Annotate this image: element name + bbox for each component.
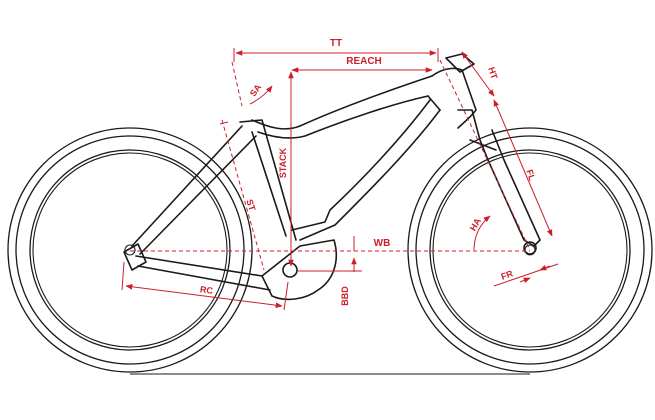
ht-dimension: HT	[461, 51, 500, 97]
st-label: ST	[244, 198, 257, 213]
wb-dimension: WB	[130, 238, 530, 252]
fr-dimension: FR	[493, 263, 559, 287]
sa-label: SA	[248, 82, 264, 98]
rear-wheel	[7, 127, 253, 373]
fl-label: FL	[524, 168, 537, 182]
stack-label: STACK	[278, 147, 288, 178]
tt-dimension: TT	[233, 38, 439, 62]
reach-label: REACH	[346, 56, 382, 67]
sa-dimension: SA	[231, 61, 273, 107]
wb-label: WB	[374, 238, 391, 249]
reach-dimension: REACH	[291, 56, 433, 73]
fl-dimension: FL	[493, 99, 553, 237]
ha-dimension: HA	[468, 215, 491, 251]
st-dimension: ST	[219, 119, 265, 271]
bbd-dimension: BBD	[298, 236, 362, 306]
rc-label: RC	[199, 284, 214, 296]
rc-dimension: RC	[121, 261, 289, 311]
stack-dimension: STACK	[278, 71, 294, 267]
tt-label: TT	[330, 38, 342, 49]
bike-frame	[123, 53, 541, 301]
ha-label: HA	[468, 216, 483, 233]
bbd-label: BBD	[340, 286, 350, 306]
ht-label: HT	[486, 66, 499, 81]
fr-label: FR	[500, 268, 515, 282]
